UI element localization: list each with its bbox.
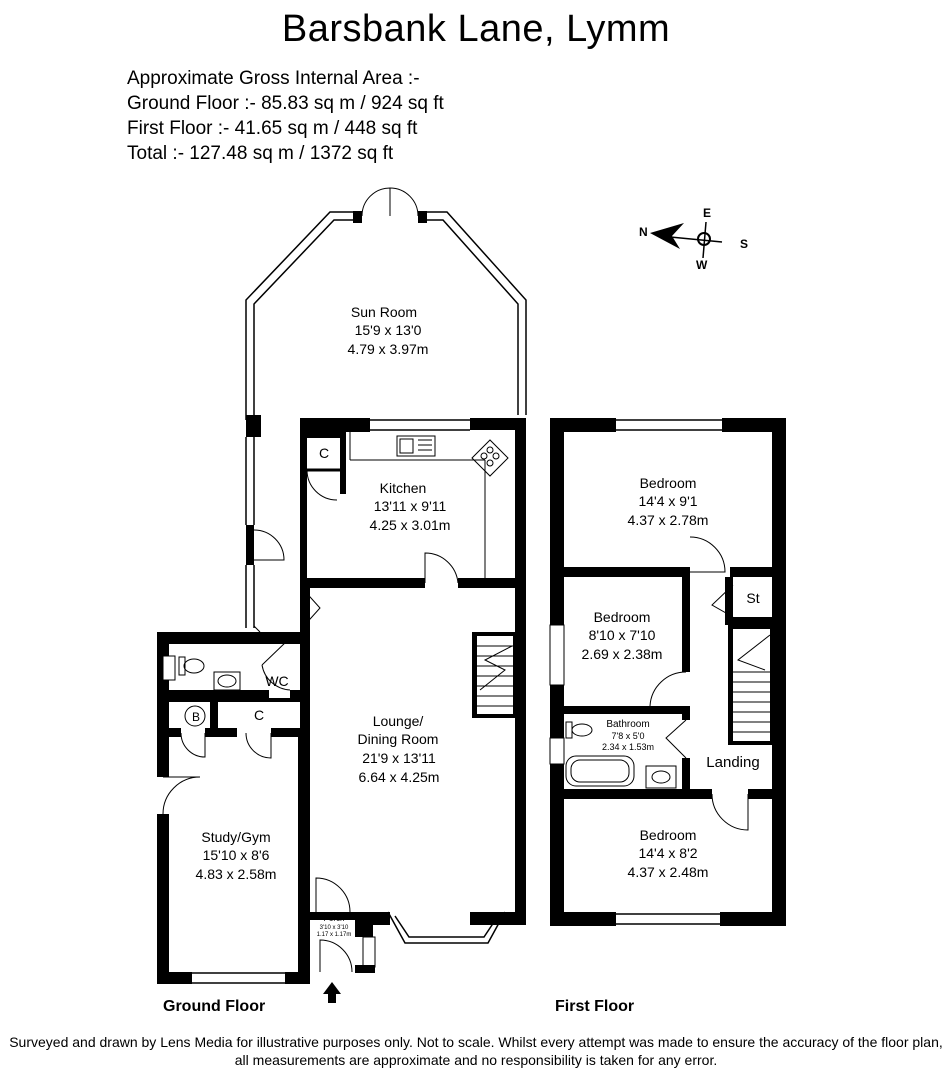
compass-e: E <box>703 206 711 220</box>
bedroom3-imperial: 14'4 x 8'2 <box>638 845 697 861</box>
room-porch: Porch 3'10 x 3'10 1.17 x 1.17m <box>317 914 352 938</box>
sun-room-name: Sun Room <box>351 304 417 320</box>
lounge-name-1: Lounge/ <box>373 713 424 729</box>
room-bathroom: Bathroom 7'8 x 5'0 2.34 x 1.53m <box>602 719 654 752</box>
lounge-metric: 6.64 x 4.25m <box>359 769 440 785</box>
disclaimer: Surveyed and drawn by Lens Media for ill… <box>0 1033 952 1069</box>
plan-title: Barsbank Lane, Lymm <box>281 8 671 50</box>
study-name: Study/Gym <box>201 829 270 845</box>
area-total: Total :- 127.48 sq m / 1372 sq ft <box>127 143 394 164</box>
compass-icon: N E S W <box>639 206 748 272</box>
lounge-imperial: 21'9 x 13'11 <box>362 750 436 766</box>
first-floor-plan <box>549 418 786 926</box>
kitchen-cupboard-label: C <box>319 445 329 461</box>
area-first-floor: First Floor :- 41.65 sq m / 448 sq ft <box>127 118 418 139</box>
sun-room-metric: 4.79 x 3.97m <box>348 341 429 357</box>
bathroom-name: Bathroom <box>606 719 649 730</box>
kitchen-metric: 4.25 x 3.01m <box>370 517 451 533</box>
bedroom2-name: Bedroom <box>594 609 651 625</box>
study-metric: 4.83 x 2.58m <box>196 866 277 882</box>
kitchen-imperial: 13'11 x 9'11 <box>374 498 447 514</box>
disclaimer-line-1: Surveyed and drawn by Lens Media for ill… <box>9 1034 943 1050</box>
store-label: St <box>746 590 759 606</box>
lounge-name-2: Dining Room <box>358 731 439 747</box>
study-imperial: 15'10 x 8'6 <box>203 847 270 863</box>
bathroom-metric: 2.34 x 1.53m <box>602 742 654 752</box>
porch-metric: 1.17 x 1.17m <box>317 932 352 938</box>
kitchen-name: Kitchen <box>380 480 427 496</box>
area-heading: Approximate Gross Internal Area :- <box>127 68 420 89</box>
ground-floor-label: Ground Floor <box>163 998 266 1015</box>
store-cupboard-label: C <box>254 707 264 723</box>
landing-label: Landing <box>706 754 759 771</box>
bathroom-imperial: 7'8 x 5'0 <box>612 731 645 741</box>
room-study: Study/Gym 15'10 x 8'6 4.83 x 2.58m <box>196 829 277 882</box>
bedroom1-metric: 4.37 x 2.78m <box>628 512 709 528</box>
disclaimer-line-2: all measurements are approximate and no … <box>234 1052 718 1068</box>
room-lounge: Lounge/ Dining Room 21'9 x 13'11 6.64 x … <box>358 713 440 785</box>
compass-n: N <box>639 225 648 239</box>
boiler-label: B <box>192 710 200 724</box>
room-bedroom-2: Bedroom 8'10 x 7'10 2.69 x 2.38m <box>582 609 663 662</box>
porch-name: Porch <box>324 914 345 923</box>
ground-floor-plan <box>157 187 527 1003</box>
compass-w: W <box>696 258 708 272</box>
room-sun-room: Sun Room 15'9 x 13'0 4.79 x 3.97m <box>348 304 429 357</box>
bedroom1-name: Bedroom <box>640 475 697 491</box>
area-ground-floor: Ground Floor :- 85.83 sq m / 924 sq ft <box>127 93 444 114</box>
room-bedroom-1: Bedroom 14'4 x 9'1 4.37 x 2.78m <box>628 475 709 528</box>
porch-imperial: 3'10 x 3'10 <box>320 925 349 931</box>
room-bedroom-3: Bedroom 14'4 x 8'2 4.37 x 2.48m <box>628 827 709 880</box>
room-kitchen: Kitchen 13'11 x 9'11 4.25 x 3.01m <box>370 480 451 533</box>
bedroom2-metric: 2.69 x 2.38m <box>582 646 663 662</box>
bedroom3-name: Bedroom <box>640 827 697 843</box>
sun-room-imperial: 15'9 x 13'0 <box>355 322 422 338</box>
bedroom3-metric: 4.37 x 2.48m <box>628 864 709 880</box>
bedroom2-imperial: 8'10 x 7'10 <box>589 627 656 643</box>
compass-s: S <box>740 237 748 251</box>
wc-name: WC <box>265 673 288 689</box>
first-floor-label: First Floor <box>555 998 635 1015</box>
bedroom1-imperial: 14'4 x 9'1 <box>638 493 697 509</box>
area-summary: Approximate Gross Internal Area :- Groun… <box>127 66 444 166</box>
